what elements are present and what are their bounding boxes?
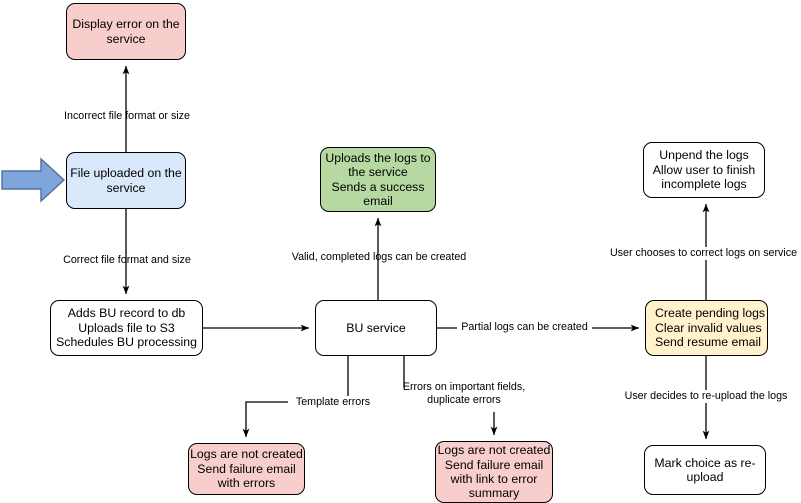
uploads-the-logs-to-the-service[interactable]: Uploads the logs to the service Sends a … bbox=[320, 147, 436, 212]
edge-label-template-errors: Template errors bbox=[288, 396, 378, 409]
display-error-on-the-service[interactable]: Display error on the service bbox=[66, 3, 186, 60]
edge-label-errors-on-important-fields-duplicate-errors: Errors on important fields, duplicate er… bbox=[402, 381, 526, 406]
adds-bu-record-to-db[interactable]: Adds BU record to db Uploads file to S3 … bbox=[50, 300, 203, 356]
edge-label-correct-file-format-and-size: Correct file format and size bbox=[63, 254, 191, 266]
edge-label-incorrect-file-format-or-size: Incorrect file format or size bbox=[64, 110, 190, 122]
mark-choice-as-re-upload[interactable]: Mark choice as re- upload bbox=[644, 445, 766, 495]
edge-label-valid-completed-logs-can-be-created: Valid, completed logs can be created bbox=[291, 251, 467, 263]
logs-are-not-created-with-link-to-error-summary[interactable]: Logs are not created Send failure email … bbox=[435, 441, 553, 503]
file-uploaded-on-the-service[interactable]: File uploaded on the service bbox=[66, 152, 186, 209]
edge-label-user-decides-to-re-upload-the-logs: User decides to re-upload the logs bbox=[616, 390, 796, 403]
input-block-arrow bbox=[1, 157, 66, 203]
logs-are-not-created-with-errors[interactable]: Logs are not created Send failure email … bbox=[188, 443, 305, 495]
create-pending-logs[interactable]: Create pending logs Clear invalid values… bbox=[645, 300, 768, 356]
edge-label-partial-logs-can-be-created: Partial logs can be created bbox=[457, 321, 592, 334]
unpend-the-logs[interactable]: Unpend the logs Allow user to finish inc… bbox=[643, 142, 765, 198]
edge-label-user-chooses-to-correct-logs-on-service: User chooses to correct logs on service bbox=[606, 247, 801, 260]
connector-bu-service-to-logs-not-created-summary bbox=[403, 356, 494, 435]
bu-service[interactable]: BU service bbox=[315, 300, 437, 356]
